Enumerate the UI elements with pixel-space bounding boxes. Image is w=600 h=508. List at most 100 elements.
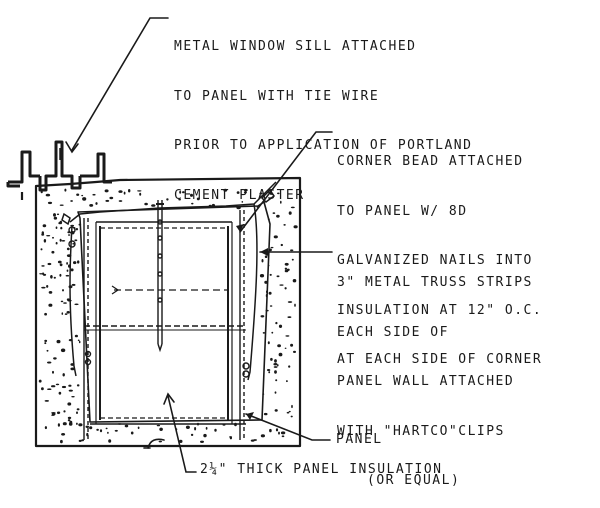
- plaster-speck: [61, 312, 64, 315]
- plaster-speck: [59, 204, 64, 206]
- plaster-speck: [45, 193, 51, 197]
- plaster-speck: [43, 239, 47, 243]
- note-corner-bead-line-2: TO PANEL W/ 8d: [337, 203, 468, 219]
- plaster-speck: [178, 198, 182, 201]
- plaster-speck: [69, 420, 73, 424]
- plaster-speck: [290, 343, 294, 347]
- plaster-speck: [269, 305, 273, 307]
- plaster-speck: [284, 262, 289, 266]
- plaster-speck: [52, 370, 54, 374]
- plaster-speck: [269, 248, 272, 252]
- plaster-speck: [53, 213, 56, 217]
- plaster-speck: [287, 301, 293, 303]
- plaster-speck: [104, 189, 109, 193]
- plaster-speck: [294, 303, 296, 307]
- plaster-speck: [85, 425, 90, 428]
- plaster-speck: [70, 367, 75, 371]
- plaster-speck: [44, 312, 47, 316]
- plaster-speck: [74, 239, 78, 242]
- plaster-speck: [57, 260, 62, 264]
- plaster-speck: [275, 379, 278, 382]
- plaster-speck: [56, 339, 61, 344]
- plaster-speck: [267, 264, 270, 267]
- plaster-speck: [73, 261, 77, 265]
- plaster-speck: [137, 190, 142, 192]
- plaster-speck: [259, 274, 265, 278]
- plaster-speck: [47, 388, 52, 391]
- note-window-sill-line-2: TO PANEL WITH TIE WIRE: [174, 88, 380, 104]
- plaster-speck: [55, 226, 58, 229]
- plaster-speck: [64, 188, 67, 192]
- note-corner-bead: CORNER BEAD ATTACHED TO PANEL W/ 8d GALV…: [337, 121, 542, 385]
- plaster-speck: [61, 385, 67, 389]
- plaster-speck: [264, 280, 268, 284]
- plaster-speck: [63, 302, 67, 304]
- plaster-speck: [275, 428, 279, 432]
- plaster-speck: [190, 433, 194, 436]
- plaster-speck: [274, 391, 277, 394]
- plaster-speck: [285, 335, 290, 337]
- plaster-speck: [277, 364, 279, 367]
- plaster-speck: [274, 370, 277, 374]
- plaster-speck: [39, 273, 43, 275]
- note-truss-strips-line-4: WITH "HARTCO"CLIPS: [337, 423, 505, 439]
- plaster-speck: [89, 204, 94, 207]
- plaster-speck: [241, 201, 244, 203]
- plaster-speck: [47, 361, 52, 364]
- plaster-speck: [109, 196, 114, 200]
- note-window-sill-line-3: PRIOR TO APPLICATION OF PORTLAND: [174, 138, 473, 153]
- plaster-speck: [46, 349, 49, 352]
- plaster-speck: [166, 198, 169, 201]
- plaster-speck: [66, 311, 70, 314]
- note-corner-bead-line-5: AT EACH SIDE OF CORNER: [337, 352, 543, 367]
- plaster-speck: [292, 279, 297, 283]
- plaster-speck: [44, 339, 48, 342]
- plaster-speck: [46, 235, 51, 237]
- plaster-speck: [273, 363, 278, 366]
- plaster-speck: [42, 272, 45, 276]
- plaster-speck: [105, 199, 110, 202]
- plaster-speck: [46, 285, 49, 288]
- plaster-speck: [59, 238, 62, 242]
- plaster-speck: [66, 298, 70, 301]
- plaster-speck: [293, 225, 298, 229]
- plaster-speck: [196, 197, 200, 201]
- plaster-speck: [288, 211, 292, 215]
- plaster-speck: [76, 193, 80, 196]
- plaster-speck: [41, 286, 46, 289]
- note-truss-strips-line-5: (OR EQUAL): [367, 473, 461, 488]
- note-window-sill: METAL WINDOW SILL ATTACHED TO PANEL WITH…: [174, 6, 472, 221]
- plaster-speck: [50, 275, 53, 279]
- plaster-speck: [243, 191, 247, 194]
- plaster-speck: [89, 426, 93, 430]
- plaster-stipple: [38, 188, 298, 444]
- note-corner-bead-line-1: CORNER BEAD ATTACHED: [337, 154, 524, 169]
- plaster-speck: [274, 409, 278, 412]
- plaster-speck: [38, 379, 42, 383]
- plaster-speck: [62, 289, 64, 292]
- plaster-speck: [53, 276, 56, 279]
- plaster-speck: [60, 226, 63, 230]
- plaster-speck: [269, 273, 272, 276]
- cement-plaster-section: [34, 176, 302, 448]
- plaster-speck: [75, 228, 79, 231]
- plaster-speck: [266, 290, 268, 294]
- plaster-speck: [76, 411, 78, 415]
- note-window-sill-line-1: METAL WINDOW SILL ATTACHED: [174, 39, 417, 54]
- plaster-speck: [280, 243, 283, 247]
- plaster-speck: [260, 315, 265, 318]
- plaster-speck: [284, 347, 287, 349]
- plaster-speck: [53, 357, 57, 360]
- plaster-speck: [130, 431, 134, 435]
- plaster-speck: [118, 200, 123, 202]
- plaster-speck: [236, 206, 241, 210]
- plaster-speck: [118, 190, 123, 193]
- plaster-speck: [65, 274, 70, 277]
- plaster-speck: [57, 423, 61, 427]
- plaster-speck: [74, 303, 79, 306]
- plaster-speck: [76, 422, 78, 425]
- plaster-speck: [99, 429, 103, 433]
- plaster-speck: [70, 200, 73, 202]
- plaster-speck: [281, 435, 285, 438]
- plaster-speck: [265, 309, 269, 312]
